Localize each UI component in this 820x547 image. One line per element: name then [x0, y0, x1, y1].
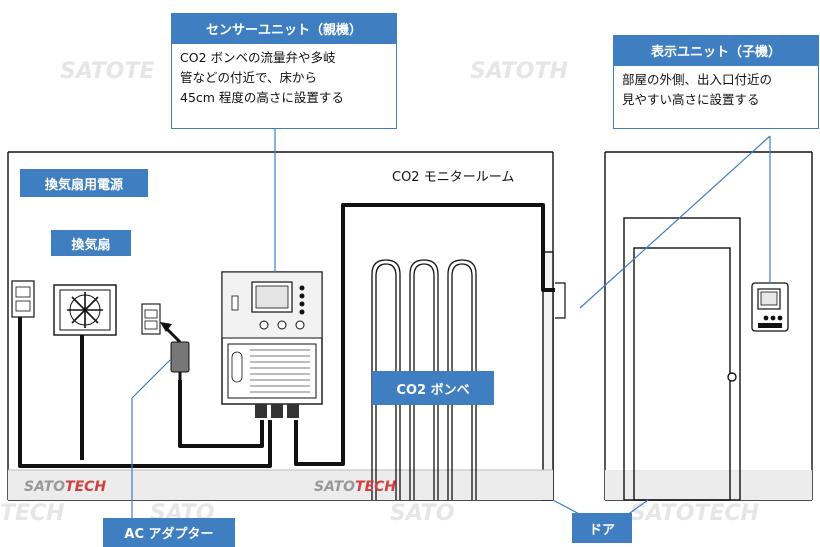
desc-line: 管などの付近で、床から [180, 70, 318, 85]
watermark-faint: TECH [0, 501, 65, 526]
desc-line: CO2 ボンベの流量弁や多岐 [180, 50, 336, 65]
desc-line: 見やすい高さに設置する [622, 92, 760, 107]
ac-outlet [141, 303, 161, 335]
fan-device [53, 284, 117, 336]
door-label: ドア [572, 513, 632, 543]
outer-floor [605, 470, 812, 500]
floor [8, 470, 553, 500]
display-unit-description: 部屋の外側、出入口付近の 見やすい高さに設置する [613, 65, 819, 129]
fan-label: 換気扇 [51, 230, 131, 256]
door [623, 217, 741, 501]
sensor-unit-label: センサーユニット（親機） [171, 13, 397, 43]
fan-power-label: 換気扇用電源 [20, 169, 148, 197]
ac-adapter-label: AC アダプター [103, 518, 235, 547]
co2-cylinders [371, 259, 477, 500]
watermark-faint: SATOTE [60, 59, 155, 84]
room-title: CO2 モニタールーム [392, 170, 515, 185]
display-unit-device [751, 282, 789, 332]
desc-line: 45cm 程度の高さに設置する [180, 90, 344, 105]
ac-adapter-device [170, 341, 190, 382]
watermark-faint: SATOTH [470, 59, 568, 84]
watermark-faint: SATOTECH [630, 501, 759, 526]
svg-text:SATOTECH: SATOTECH [24, 479, 106, 495]
watermark-faint: SATO [390, 501, 454, 526]
co2-cylinder-label: CO2 ボンベ [372, 371, 494, 405]
display-unit-label: 表示ユニット（子機） [613, 35, 819, 65]
sensor-unit-device [221, 271, 323, 418]
fan-power-outlet [11, 280, 35, 318]
sensor-unit-description: CO2 ボンベの流量弁や多岐 管などの付近で、床から 45cm 程度の高さに設置… [171, 43, 397, 129]
adapter-arrow [160, 322, 182, 344]
cables [18, 203, 555, 468]
display-link [555, 282, 566, 319]
desc-line: 部屋の外側、出入口付近の [622, 72, 773, 87]
svg-text:SATOTECH: SATOTECH [314, 479, 396, 495]
